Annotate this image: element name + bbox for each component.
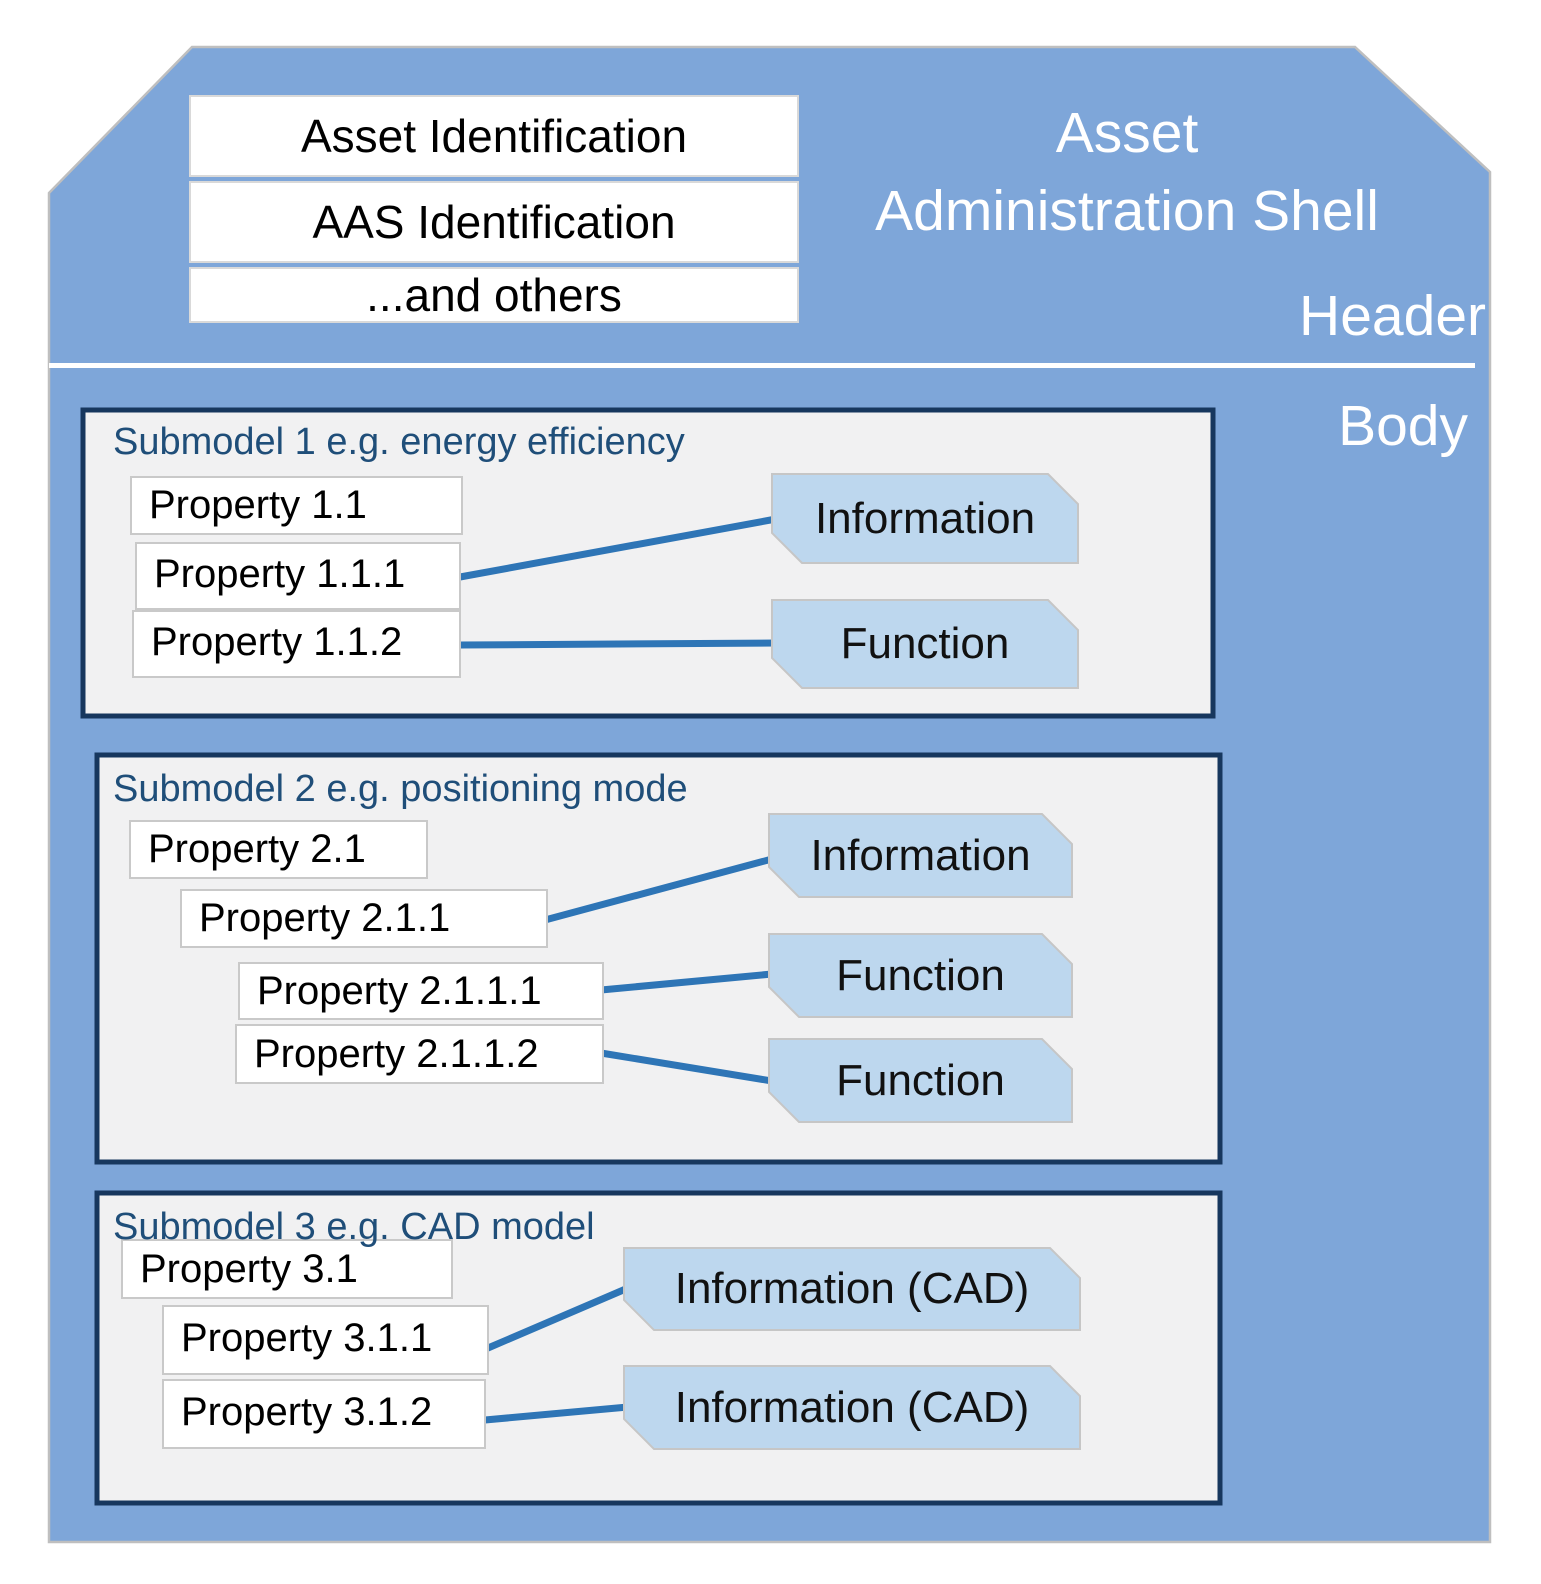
body-zone-label: Body [1338, 394, 1468, 458]
connector-lines [456, 515, 782, 1424]
shell-title-line2: Administration Shell [875, 179, 1379, 243]
asset-identification-box: Asset Identification [300, 110, 688, 162]
property-box: Property 2.1.1.2 [254, 1031, 539, 1076]
header-id-boxes [189, 95, 799, 323]
property-box: Property 1.1 [149, 483, 367, 527]
information-cad-tag: Information (CAD) [674, 1382, 1030, 1432]
property-box: Property 3.1 [140, 1246, 358, 1291]
shell-title-line1: Asset [1055, 101, 1199, 165]
and-others-box: ...and others [366, 269, 622, 321]
information-tag: Information [810, 830, 1031, 880]
information-cad-tag: Information (CAD) [674, 1264, 1030, 1313]
submodel-1-title: Submodel 1 e.g. energy efficiency [113, 420, 685, 463]
header-zone-label: Header [1299, 284, 1486, 348]
property-box: Property 2.1.1.1 [257, 968, 542, 1013]
submodel-2-title: Submodel 2 e.g. positioning mode [113, 767, 688, 810]
function-tag: Function [836, 1055, 1005, 1105]
property-box: Property 3.1.2 [181, 1389, 433, 1434]
function-tag: Function [836, 950, 1005, 1000]
property-box: Property 1.1.1 [154, 551, 406, 596]
property-box: Property 2.1.1 [199, 896, 451, 940]
property-box: Property 2.1 [148, 827, 366, 871]
information-tag: Information [814, 493, 1036, 543]
header-body-divider [49, 363, 1475, 368]
tag-shapes [623, 473, 1081, 1450]
property-boxes [121, 476, 604, 1449]
property-box: Property 3.1.1 [181, 1315, 433, 1360]
property-box: Property 1.1.2 [151, 619, 403, 664]
aas-identification-box: AAS Identification [312, 196, 676, 248]
function-tag: Function [840, 619, 1010, 668]
submodel-3-title: Submodel 3 e.g. CAD model [113, 1205, 595, 1248]
